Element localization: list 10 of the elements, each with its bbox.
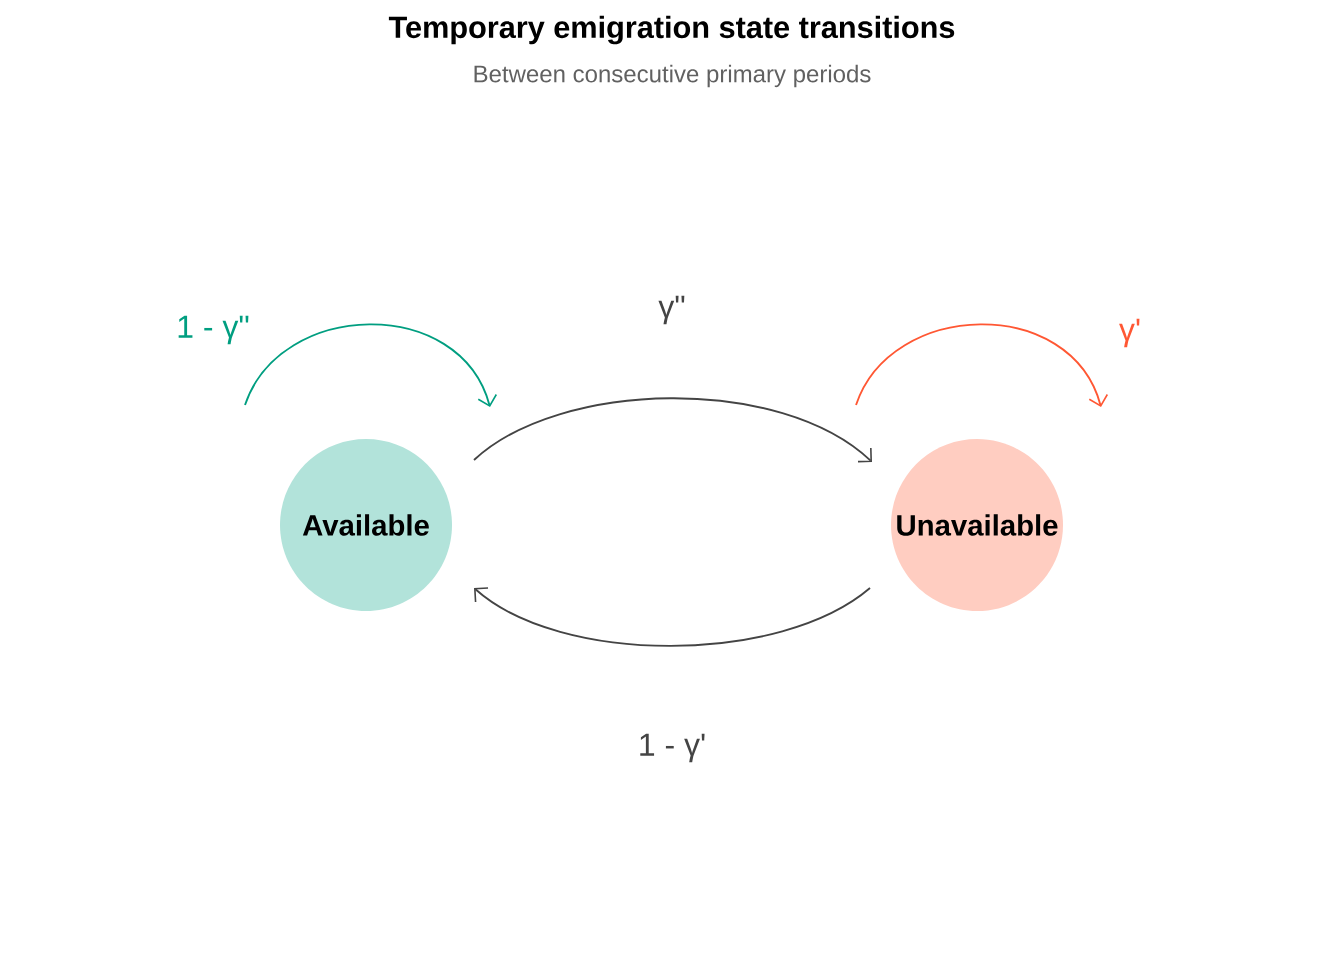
arrow	[474, 587, 871, 647]
arrow	[244, 323, 498, 407]
edge-label: γ'	[1117, 317, 1143, 349]
arrow	[473, 397, 872, 463]
arrow	[855, 323, 1109, 407]
title: Temporary emigration state transitions	[388, 15, 955, 45]
subtitle: Between consecutive primary periods	[474, 64, 871, 88]
edge-label: 1 - γ"	[174, 314, 252, 346]
edge-label: γ"	[657, 294, 687, 326]
edge-label: 1 - γ'	[636, 732, 708, 764]
